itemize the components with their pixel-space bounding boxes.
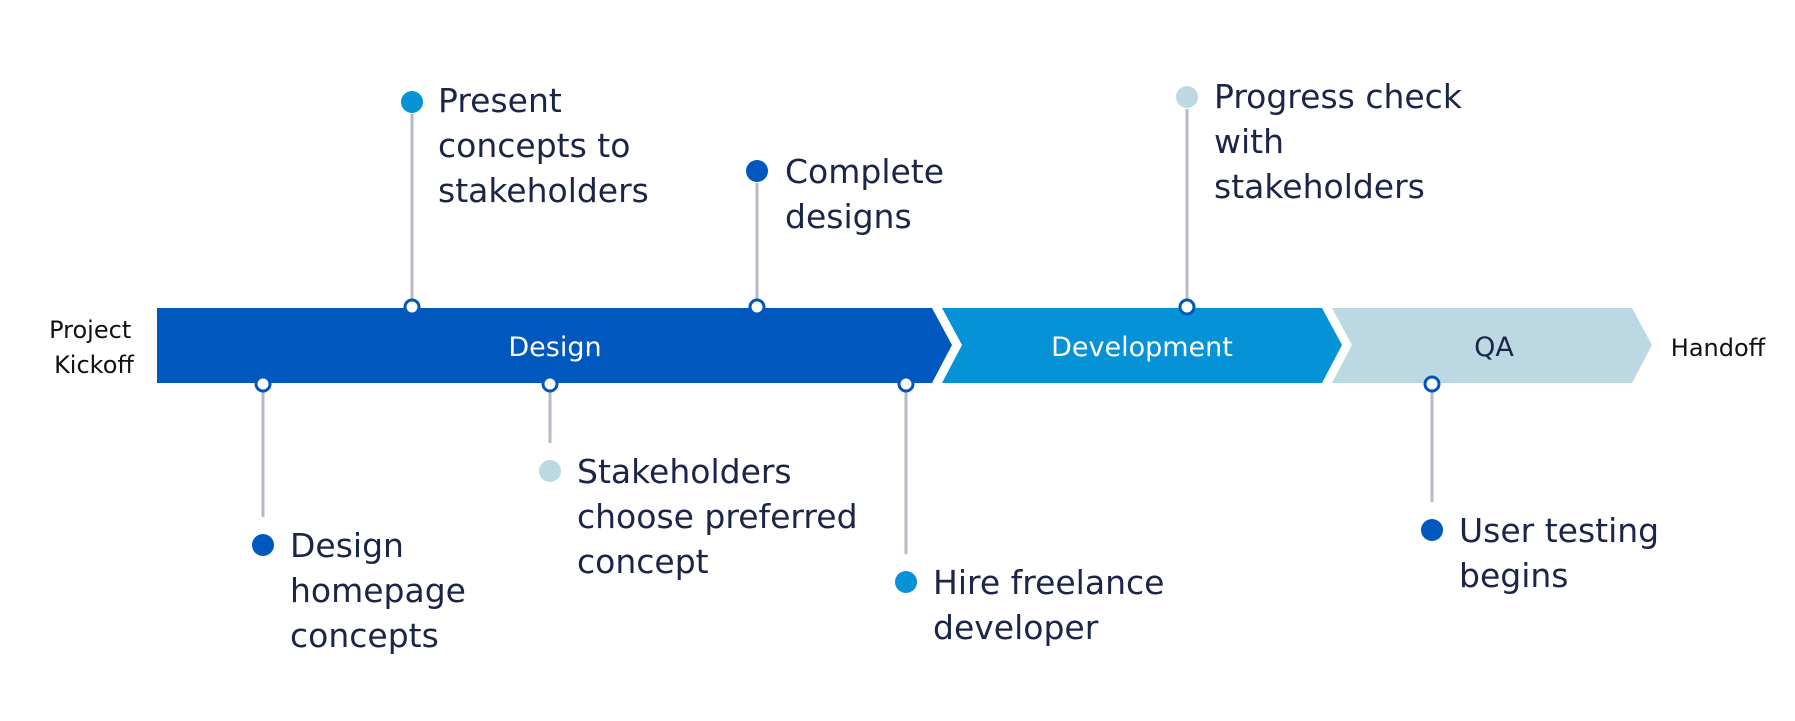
milestone-anchor	[403, 298, 421, 316]
milestone-anchor	[897, 375, 915, 393]
milestone-anchor	[254, 375, 272, 393]
end-label: Handoff	[1671, 334, 1766, 362]
milestone-label-line: developer	[933, 608, 1099, 647]
milestone-dot	[401, 91, 423, 113]
milestone-label-line: concepts to	[438, 126, 630, 165]
milestone-dot	[746, 160, 768, 182]
milestone-label-user-testing: User testing begins	[1459, 511, 1659, 595]
milestone-label-line: User testing	[1459, 511, 1659, 550]
phase-label-design: Design	[508, 332, 601, 363]
milestone-label-line: Stakeholders	[577, 452, 792, 491]
milestone-dot	[1421, 519, 1443, 541]
milestone-dot	[1176, 86, 1198, 108]
milestone-label-present-concepts: Present concepts to stakeholders	[438, 81, 649, 210]
milestone-label-line: concept	[577, 542, 709, 581]
milestone-label-choose-concept: Stakeholders choose preferred concept	[577, 452, 858, 581]
milestone-label-hire-developer: Hire freelance developer	[933, 563, 1164, 647]
milestone-anchor	[748, 298, 766, 316]
milestone-label-line: begins	[1459, 556, 1568, 595]
milestone-label-line: homepage	[290, 571, 466, 610]
phase-label-qa: QA	[1474, 332, 1514, 363]
milestone-label-progress-check: Progress check with stakeholders	[1214, 77, 1463, 206]
milestone-dot	[252, 534, 274, 556]
start-label: Project Kickoff	[49, 316, 139, 379]
milestone-anchor	[1423, 375, 1441, 393]
milestone-anchor	[541, 375, 559, 393]
phase-development	[942, 308, 1342, 383]
milestone-label-design-homepage-concepts: Design homepage concepts	[290, 526, 466, 655]
milestone-anchor	[1178, 298, 1196, 316]
milestone-label-line: Complete	[785, 152, 944, 191]
milestone-dot	[895, 571, 917, 593]
milestone-label-line: Progress check	[1214, 77, 1463, 116]
milestone-label-line: Hire freelance	[933, 563, 1164, 602]
milestone-label-complete-designs: Complete designs	[785, 152, 944, 236]
milestone-label-line: stakeholders	[438, 171, 649, 210]
milestone-label-line: Present	[438, 81, 562, 120]
phase-label-development: Development	[1051, 332, 1233, 363]
milestone-label-line: concepts	[290, 616, 439, 655]
milestone-label-line: Design	[290, 526, 404, 565]
milestone-label-line: choose preferred	[577, 497, 858, 536]
milestones-group: Present concepts to stakeholders Complete de…	[252, 77, 1659, 655]
milestone-label-line: with	[1214, 122, 1284, 161]
milestone-label-line: designs	[785, 197, 912, 236]
milestone-label-line: stakeholders	[1214, 167, 1425, 206]
milestone-dot	[539, 460, 561, 482]
phase-qa	[1332, 308, 1652, 383]
phase-design	[157, 308, 952, 383]
